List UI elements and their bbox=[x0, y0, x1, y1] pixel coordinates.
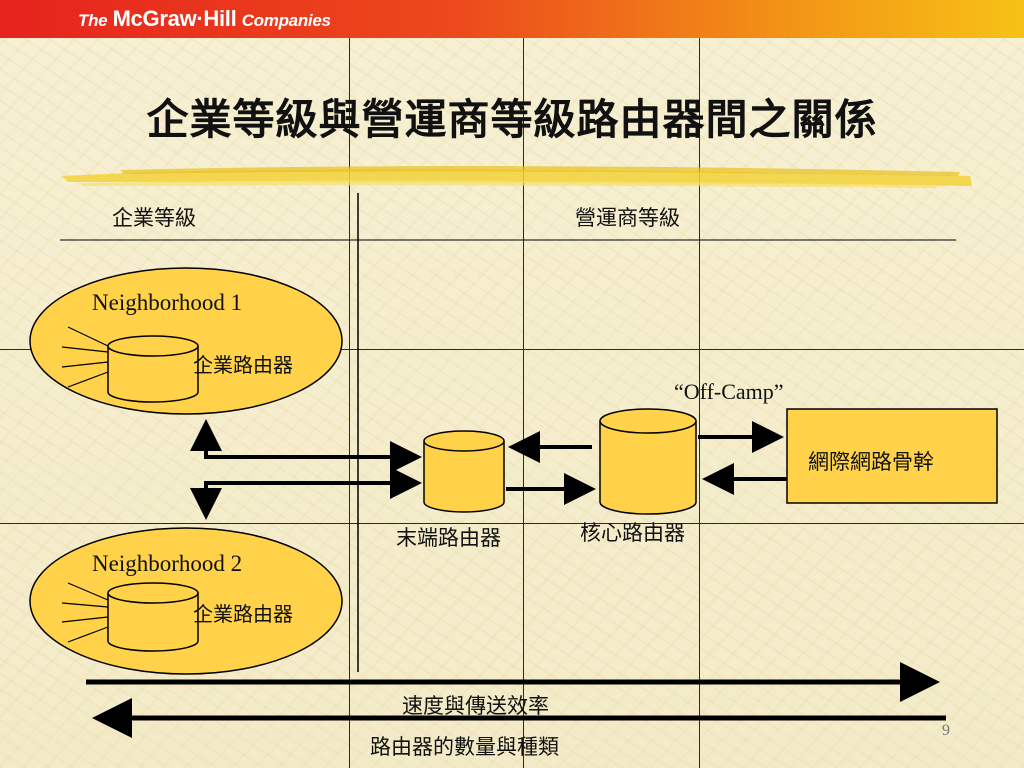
enterprise-router-1-icon bbox=[107, 335, 199, 403]
logo-mcgraw-hill: McGraw·Hill bbox=[112, 6, 237, 31]
core-backbone-arrows bbox=[698, 421, 787, 495]
speed-efficiency-label: 速度與傳送效率 bbox=[402, 694, 549, 718]
backbone-label: 網際網路骨幹 bbox=[808, 450, 934, 474]
slide-number: 9 bbox=[942, 722, 950, 739]
neighborhood-2-label: Neighborhood 2 bbox=[92, 551, 243, 576]
enterprise-router-2-label: 企業路由器 bbox=[193, 602, 293, 626]
header-bar: The McGraw·Hill Companies bbox=[0, 0, 1024, 38]
edge-router-label: 末端路由器 bbox=[396, 526, 501, 550]
neighborhood-1-label: Neighborhood 1 bbox=[92, 290, 243, 315]
core-router-icon bbox=[599, 408, 697, 515]
neighborhood-edge-connectors bbox=[190, 419, 422, 520]
router-quantity-types-label: 路由器的數量與種類 bbox=[370, 735, 559, 759]
company-logo: The McGraw·Hill Companies bbox=[78, 6, 331, 32]
grid-line-v2 bbox=[523, 38, 524, 768]
edge-core-arrows bbox=[506, 431, 596, 505]
core-router-label: 核心路由器 bbox=[580, 521, 685, 545]
enterprise-router-1-label: 企業路由器 bbox=[193, 353, 293, 377]
enterprise-router-2-icon bbox=[107, 582, 199, 652]
grid-line-v3 bbox=[699, 38, 700, 768]
grid-line-h2 bbox=[0, 523, 1024, 524]
off-camp-label: “Off-Camp” bbox=[674, 379, 784, 404]
neighborhood-1-connection-lines bbox=[61, 326, 109, 388]
logo-companies: Companies bbox=[241, 11, 331, 30]
column-label-enterprise: 企業等級 bbox=[112, 206, 196, 230]
column-label-carrier: 營運商等級 bbox=[575, 206, 680, 230]
title-underline-brush bbox=[62, 166, 972, 188]
neighborhood-2-connection-lines bbox=[61, 582, 109, 643]
grid-line-v1 bbox=[349, 38, 350, 768]
edge-router-icon bbox=[423, 430, 505, 513]
logo-the: The bbox=[78, 11, 108, 30]
slide-title: 企業等級與營運商等級路由器間之關係 bbox=[146, 95, 878, 144]
internet-backbone-box bbox=[786, 408, 998, 504]
grid-line-h1 bbox=[0, 349, 1024, 350]
